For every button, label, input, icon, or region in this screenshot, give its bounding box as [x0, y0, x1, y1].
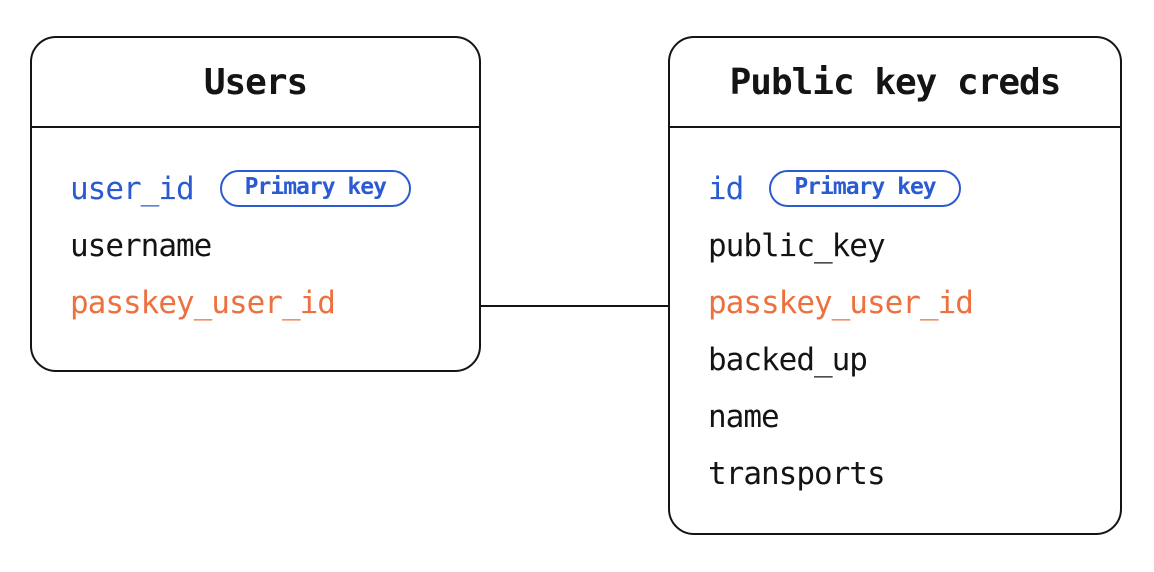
field-row: username [70, 217, 469, 274]
field-row: backed_up [708, 331, 1110, 388]
field-name: user_id [70, 170, 195, 207]
field-row: id Primary key [708, 160, 1110, 217]
field-row: passkey_user_id [70, 274, 469, 331]
field-row: transports [708, 445, 1110, 502]
table-users: Users user_id Primary key username passk… [30, 36, 481, 372]
table-title: Public key creds [729, 61, 1062, 103]
field-name: passkey_user_id [708, 284, 974, 321]
table-header: Public key creds [670, 38, 1120, 128]
field-name: public_key [708, 227, 886, 264]
field-row: public_key [708, 217, 1110, 274]
field-name: passkey_user_id [70, 284, 336, 321]
field-name: username [70, 227, 212, 264]
field-name: id [708, 170, 744, 207]
primary-key-badge: Primary key [769, 170, 961, 207]
field-name: transports [708, 455, 886, 492]
field-list: user_id Primary key username passkey_use… [32, 128, 479, 331]
field-name: backed_up [708, 341, 868, 378]
field-row: passkey_user_id [708, 274, 1110, 331]
table-title: Users [203, 61, 308, 103]
table-header: Users [32, 38, 479, 128]
field-list: id Primary key public_key passkey_user_i… [670, 128, 1120, 502]
field-row: user_id Primary key [70, 160, 469, 217]
table-public-key-creds: Public key creds id Primary key public_k… [668, 36, 1122, 535]
primary-key-badge: Primary key [219, 170, 411, 207]
field-name: name [708, 398, 780, 435]
field-row: name [708, 388, 1110, 445]
relationship-line [481, 305, 668, 307]
